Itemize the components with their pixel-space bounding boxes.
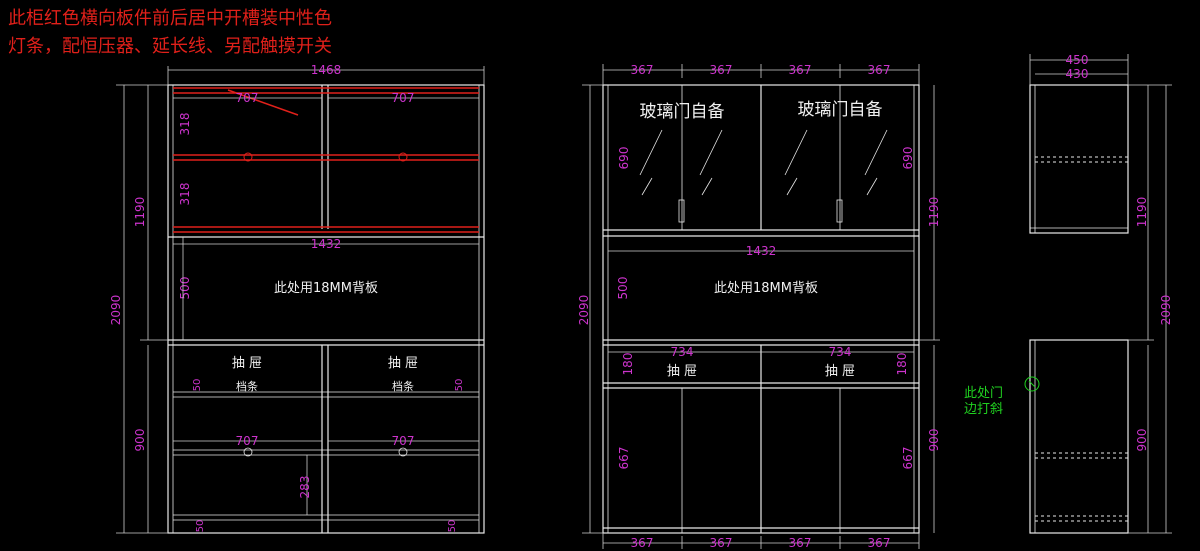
left-back-panel-note: 此处用18MM背板	[274, 281, 378, 296]
dim-side-total-height: 2090	[1159, 295, 1173, 326]
dim-mid-drawer-width-right: 734	[829, 345, 852, 359]
mid-glass-door-note-right: 玻璃门自备	[798, 100, 883, 120]
dim-left-total-width: 1468	[311, 63, 342, 77]
dim-mid-bottom-1: 367	[631, 536, 654, 550]
dim-mid-top-1: 367	[631, 63, 654, 77]
dim-mid-lower-height: 900	[927, 429, 941, 452]
dim-left-lower-half-right: 707	[392, 434, 415, 448]
left-stop-label-left: 档条	[236, 379, 258, 393]
dim-left-open-height: 500	[178, 277, 192, 300]
red-note-line-2: 灯条，配恒压器、延长线、另配触摸开关	[8, 36, 332, 57]
dim-left-top-half-left: 707	[236, 91, 259, 105]
dim-left-lower-height: 900	[133, 429, 147, 452]
dim-left-upper-height: 1190	[133, 197, 147, 228]
dim-mid-upper-height: 1190	[927, 197, 941, 228]
dim-mid-bottom-2: 367	[710, 536, 733, 550]
dim-left-inner-width: 1432	[311, 237, 342, 251]
dim-left-lower-half-left: 707	[236, 434, 259, 448]
dim-mid-bottom-4: 367	[868, 536, 891, 550]
dim-side-depth-inner: 430	[1066, 67, 1089, 81]
dim-side-depth-outer: 450	[1066, 53, 1089, 67]
dim-left-total-height: 2090	[109, 295, 123, 326]
dim-mid-glass-height-left: 690	[617, 147, 631, 170]
mid-glass-door-note-left: 玻璃门自备	[640, 102, 725, 122]
dim-mid-total-height: 2090	[577, 295, 591, 326]
dim-left-stop-right: 50	[454, 379, 465, 392]
dim-side-upper-height: 1190	[1135, 197, 1149, 228]
dim-mid-drawer-height-right: 180	[895, 353, 909, 376]
dim-left-top-half-right: 707	[392, 91, 415, 105]
dim-left-inner-shelf: 283	[298, 476, 312, 499]
dim-left-bottom-left: 50	[195, 520, 206, 533]
dim-mid-door-height-left: 667	[617, 447, 631, 470]
side-lower-outline	[1029, 339, 1129, 534]
dim-mid-drawer-height-left: 180	[621, 353, 635, 376]
left-stop-label-right: 档条	[392, 379, 414, 393]
dim-left-shelf-gap-2: 318	[178, 183, 192, 206]
side-upper-outline	[1029, 84, 1129, 234]
dim-left-shelf-gap-1: 318	[178, 113, 192, 136]
red-note-line-1: 此柜红色横向板件前后居中开槽装中性色	[8, 8, 332, 29]
dim-left-stop-left: 50	[192, 379, 203, 392]
side-view: 450 430 1190 900 2090	[1024, 53, 1173, 534]
left-drawer-label-left: 抽 屉	[232, 356, 262, 371]
mid-back-panel-note: 此处用18MM背板	[714, 281, 818, 296]
mid-drawer-label-right: 抽 屉	[825, 364, 855, 379]
dim-mid-inner-width: 1432	[746, 244, 777, 258]
led-shelves	[173, 87, 479, 233]
left-front-view: 1468 707 707 1432 318 318 500 2090 1190 …	[109, 63, 485, 534]
mid-drawer-label-left: 抽 屉	[667, 364, 697, 379]
dim-mid-bottom-3: 367	[789, 536, 812, 550]
dim-mid-top-3: 367	[789, 63, 812, 77]
dim-mid-glass-height-right: 690	[901, 147, 915, 170]
green-note-line-1: 此处门	[964, 386, 1004, 401]
dim-left-bottom-right: 50	[447, 520, 458, 533]
dim-side-lower-height: 900	[1135, 429, 1149, 452]
dim-mid-top-2: 367	[710, 63, 733, 77]
dim-mid-door-height-right: 667	[901, 447, 915, 470]
green-note-line-2: 边打斜	[964, 402, 1004, 417]
middle-front-view: 367 367 367 367 367 367 367 367 玻璃门自备 玻璃…	[577, 63, 941, 550]
dim-mid-open-height: 500	[616, 277, 630, 300]
left-cabinet-outline	[167, 84, 485, 534]
dim-mid-drawer-width-left: 734	[671, 345, 694, 359]
dim-mid-top-4: 367	[868, 63, 891, 77]
left-drawer-label-right: 抽 屉	[388, 356, 418, 371]
